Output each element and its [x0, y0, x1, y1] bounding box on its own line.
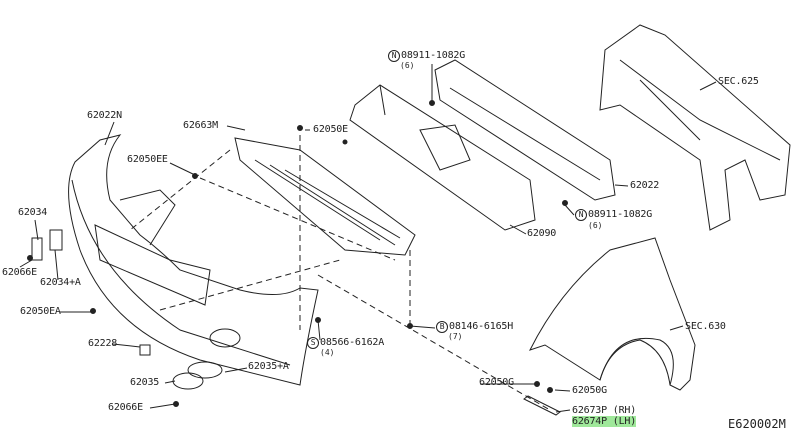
- label-62022[interactable]: 62022: [630, 180, 660, 191]
- label-62034A[interactable]: 62034+A: [40, 277, 81, 288]
- label-62035A[interactable]: 62035+A: [248, 361, 289, 372]
- bolt-icon: [192, 173, 198, 179]
- bumper-bracket: [119, 189, 176, 246]
- bumper-fascia: [68, 134, 319, 386]
- label-62050G-right[interactable]: 62050G: [572, 385, 607, 396]
- qty-bolt-b: (7): [448, 332, 463, 341]
- qty-screw-s: (4): [320, 348, 335, 357]
- assembly-dashed-lines: [129, 135, 551, 411]
- qty-bolt-top: (6): [400, 61, 415, 70]
- bolt-icon: [173, 401, 179, 407]
- label-sec625[interactable]: SEC.625: [718, 76, 759, 87]
- side-bracket: [31, 237, 43, 261]
- fender: [529, 237, 696, 391]
- label-62050EE[interactable]: 62050EE: [127, 154, 168, 165]
- label-62228[interactable]: 62228: [88, 338, 118, 349]
- fender-molding: [523, 395, 561, 416]
- under-cover-ribs: [254, 159, 401, 246]
- fog-lamp-ring: [187, 361, 223, 379]
- part-number: 08911-1082G: [588, 209, 653, 220]
- n-prefix-icon: N: [388, 50, 400, 62]
- fasteners: [27, 100, 568, 407]
- radiator-core-detail: [619, 59, 781, 161]
- label-62050E[interactable]: 62050E: [313, 124, 348, 135]
- bumper-reinforcement: [434, 59, 616, 201]
- bolt-icon: [90, 308, 96, 314]
- s-prefix-icon: S: [307, 337, 319, 349]
- label-62050EA[interactable]: 62050EA: [20, 306, 61, 317]
- bolt-icon: [534, 381, 540, 387]
- label-62663M[interactable]: 62663M: [183, 120, 218, 131]
- fog-lamp-opening: [209, 328, 241, 348]
- under-cover: [234, 137, 416, 256]
- label-62066E[interactable]: 62066E: [2, 267, 37, 278]
- label-62674P[interactable]: 62674P (LH): [572, 416, 637, 427]
- part-number: 08911-1082G: [401, 50, 466, 61]
- bumper-reinforcement-detail: [449, 87, 601, 181]
- bolt-icon: [562, 200, 568, 206]
- label-62034[interactable]: 62034: [18, 207, 48, 218]
- label-sec630[interactable]: SEC.630: [685, 321, 726, 332]
- bolt-icon: [547, 387, 553, 393]
- fog-lamp-cover: [172, 372, 204, 390]
- n-prefix-icon: N: [575, 209, 587, 221]
- label-62022N[interactable]: 62022N: [87, 110, 122, 121]
- tow-hook-cover: [139, 344, 151, 356]
- energy-absorber-detail: [379, 84, 471, 171]
- bolt-icon: [342, 139, 348, 145]
- bolt-icon: [297, 125, 303, 131]
- side-bracket-a: [49, 229, 63, 251]
- bolt-icon: [27, 255, 33, 261]
- energy-absorber: [349, 84, 536, 231]
- radiator-core: [599, 24, 791, 231]
- label-62066E-lower[interactable]: 62066E: [108, 402, 143, 413]
- leader-lines: [19, 64, 717, 413]
- part-number: 08566-6162A: [320, 337, 385, 348]
- label-62090[interactable]: 62090: [527, 228, 557, 239]
- bolt-icon: [429, 100, 435, 106]
- qty-bolt-right: (6): [588, 221, 603, 230]
- diagram-code: E620002M: [728, 417, 786, 431]
- grille-opening: [94, 224, 211, 306]
- bolt-icon: [407, 323, 413, 329]
- bolt-icon: [315, 317, 321, 323]
- b-prefix-icon: B: [436, 321, 448, 333]
- label-62035[interactable]: 62035: [130, 377, 160, 388]
- label-62050G-left[interactable]: 62050G: [479, 377, 514, 388]
- part-number: 08146-6165H: [449, 321, 514, 332]
- bumper-lower-edge: [71, 179, 291, 366]
- fender-wheel-arch: [599, 337, 674, 386]
- label-62673P[interactable]: 62673P (RH): [572, 405, 637, 416]
